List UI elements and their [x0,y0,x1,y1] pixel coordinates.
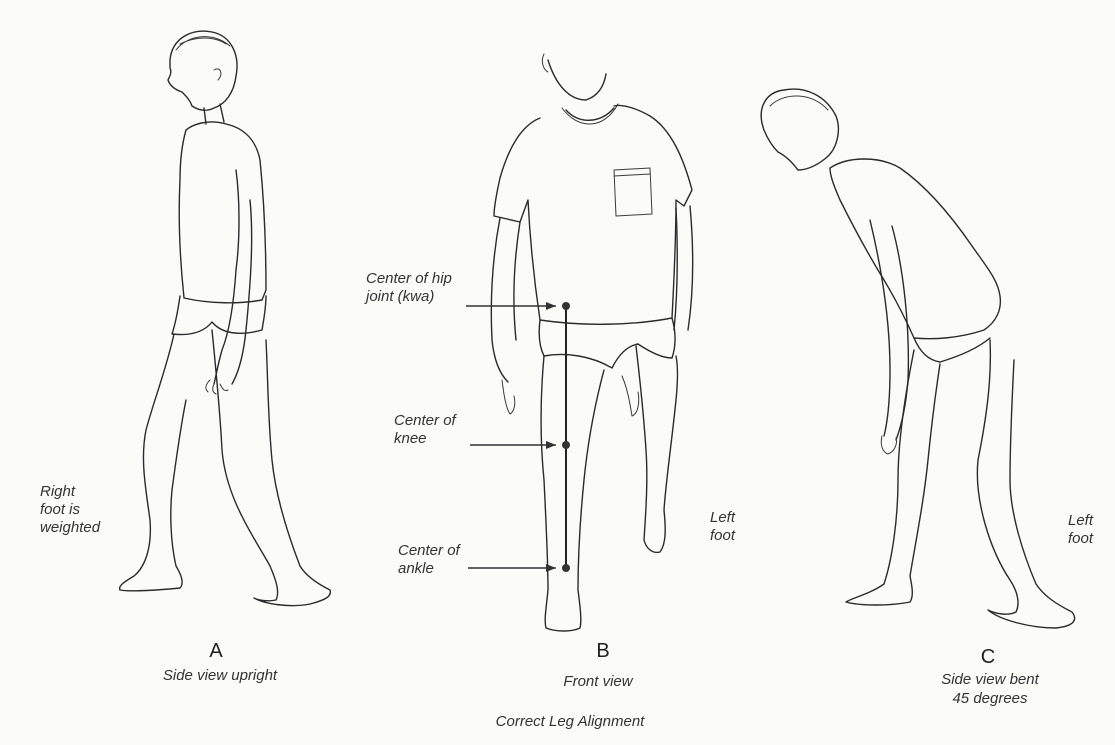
figure-a-side-upright [120,31,331,605]
hip-marker [562,302,570,310]
left-foot-label-c: Left foot [1068,512,1114,548]
knee-label: Center of knee [394,412,484,448]
panel-letter-b: B [583,640,623,663]
caption-c: Side view bent 45 degrees [900,670,1080,708]
caption-a: Side view upright [120,666,320,685]
right-foot-weighted-label: Right foot is weighted [40,483,140,537]
figure-b-front [491,54,693,631]
figure-title: Correct Leg Alignment [470,712,670,731]
panel-letter-a: A [196,640,236,663]
ankle-label: Center of ankle [398,542,488,578]
caption-b: Front view [528,672,668,691]
left-foot-label-b: Left foot [710,509,760,545]
hip-joint-label: Center of hip joint (kwa) [366,270,486,306]
knee-marker [562,441,570,449]
ankle-marker [562,564,570,572]
panel-letter-c: C [968,646,1008,669]
figure-c-side-bent [761,89,1074,628]
